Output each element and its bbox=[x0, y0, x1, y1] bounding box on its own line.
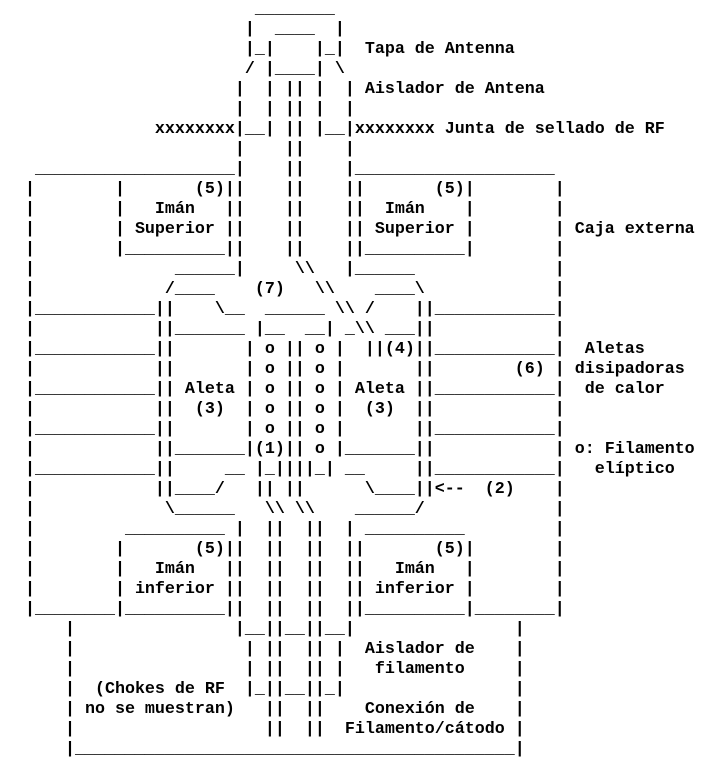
diagram-line: | \______ \\ \\ ______/ | bbox=[5, 500, 565, 519]
diagram-line: | (Chokes de RF |_||__||_| | bbox=[5, 680, 525, 699]
diagram-line: | ______| \\ |______ | bbox=[5, 260, 565, 279]
diagram-line: | | Superior || || || Superior | | Caja … bbox=[5, 220, 695, 239]
diagram-line: | |__________|| || ||__________| | bbox=[5, 240, 565, 259]
diagram-line: | __________ | || || | __________ | bbox=[5, 520, 565, 539]
diagram-line: | || | o || o | || (6) | disipadoras bbox=[5, 360, 685, 379]
diagram-line: | || (3) | o || o | (3) || | bbox=[5, 400, 565, 419]
diagram-line: |_| |_| Tapa de Antenna bbox=[5, 40, 515, 59]
diagram-line: | ____ | bbox=[5, 20, 345, 39]
diagram-line: / |____| \ bbox=[5, 60, 345, 79]
diagram-line: | || || Filamento/cátodo | bbox=[5, 720, 525, 739]
diagram-line: |____________|| __ |_||||_| __ ||_______… bbox=[5, 460, 675, 479]
diagram-line: |____________|| \__ ______ \\ / ||______… bbox=[5, 300, 565, 319]
diagram-line: | | || | | bbox=[5, 100, 355, 119]
diagram-line: |____________|| | o || o | ||(4)||______… bbox=[5, 340, 645, 359]
diagram-line: | | || || | filamento | bbox=[5, 660, 525, 679]
diagram-line: | | Imán || || || || Imán | | bbox=[5, 560, 565, 579]
diagram-line: | ||_______ |__ __| _\\ ___|| | bbox=[5, 320, 565, 339]
diagram-line: ____________________| || |______________… bbox=[5, 160, 555, 179]
diagram-line: ________ bbox=[5, 0, 335, 19]
diagram-line: | ||_______|(1)|| o |_______|| | o: Fila… bbox=[5, 440, 695, 459]
diagram-line: xxxxxxxx|__| || |__|xxxxxxxx Junta de se… bbox=[5, 120, 665, 139]
diagram-line: |_______________________________________… bbox=[5, 740, 525, 759]
diagram-line: | | || || | Aislador de | bbox=[5, 640, 525, 659]
diagram-line: | | (5)|| || || || (5)| | bbox=[5, 540, 565, 559]
diagram-line: | /____ (7) \\ ____\ | bbox=[5, 280, 565, 299]
diagram-line: | | (5)|| || || (5)| | bbox=[5, 180, 565, 199]
diagram-line: |________|__________|| || || ||_________… bbox=[5, 600, 565, 619]
diagram-line: | | || | | Aislador de Antena bbox=[5, 80, 545, 99]
diagram-line: | | Imán || || || Imán | | bbox=[5, 200, 565, 219]
diagram-line: |____________|| | o || o | ||___________… bbox=[5, 420, 565, 439]
diagram-line: | no se muestran) || || Conexión de | bbox=[5, 700, 525, 719]
diagram-line: | || | bbox=[5, 140, 355, 159]
diagram-line: | | inferior || || || || inferior | | bbox=[5, 580, 565, 599]
diagram-line: |____________|| Aleta | o || o | Aleta |… bbox=[5, 380, 665, 399]
diagram-line: | ||____/ || || \____||<-- (2) | bbox=[5, 480, 565, 499]
magnetron-ascii-diagram: ________ | ____ | |_| |_| Tapa de Antenn… bbox=[5, 0, 695, 760]
diagram-line: | |__||__||__| | bbox=[5, 620, 525, 639]
